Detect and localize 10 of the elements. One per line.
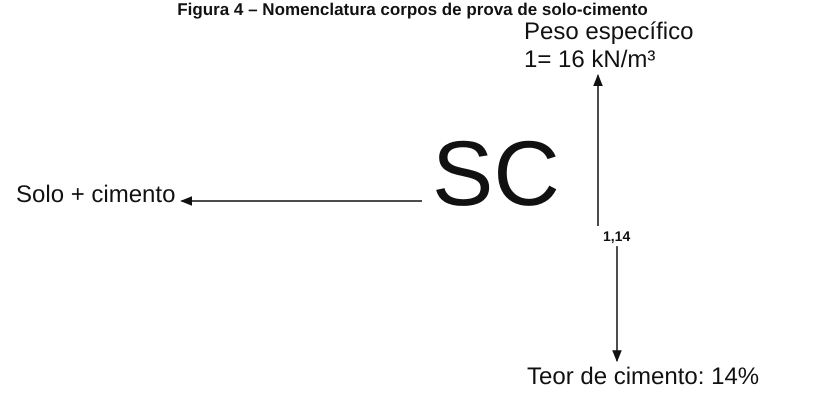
arrow — [180, 196, 422, 206]
symbol-text: SC — [432, 128, 560, 220]
arrow — [593, 74, 603, 226]
node-text: 1= 16 kN/m³ — [524, 46, 656, 74]
subscript-text: 1,14 — [603, 228, 630, 244]
node-text: Peso específico — [524, 18, 694, 46]
figure-title: Figura 4 – Nomenclatura corpos de prova de solo-cimento — [176, 1, 649, 20]
node-text: Solo + cimento — [16, 181, 176, 209]
node-text: Teor de cimento: 14% — [527, 363, 760, 391]
arrow — [612, 246, 622, 362]
